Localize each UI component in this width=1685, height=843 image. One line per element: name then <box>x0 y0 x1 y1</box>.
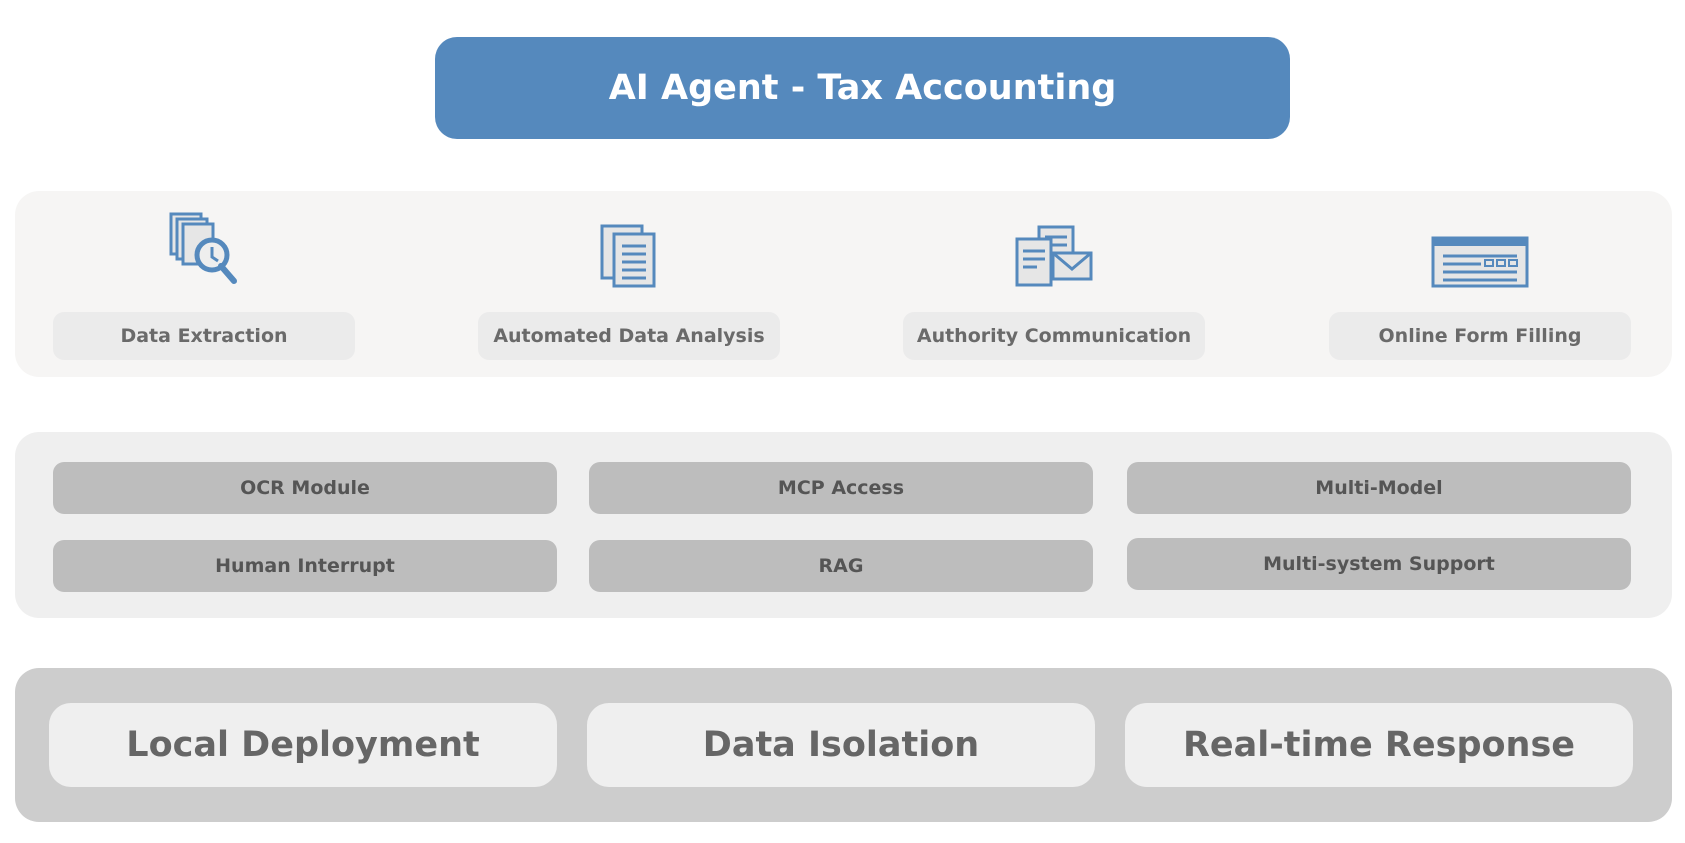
infra-data-isolation: Data Isolation <box>587 703 1095 787</box>
infrastructure-layer: Local Deployment Data Isolation Real-tim… <box>15 668 1672 822</box>
feature-authority-communication: Authority Communication <box>903 191 1205 377</box>
module-ocr: OCR Module <box>53 462 557 514</box>
infra-local-deployment: Local Deployment <box>49 703 557 787</box>
module-multi-model: Multi-Model <box>1127 462 1631 514</box>
feature-label: Online Form Filling <box>1329 312 1631 360</box>
module-layer: OCR Module MCP Access Multi-Model Human … <box>15 432 1672 618</box>
feature-automated-data-analysis: Automated Data Analysis <box>478 191 780 377</box>
module-rag: RAG <box>589 540 1093 592</box>
module-human-interrupt: Human Interrupt <box>53 540 557 592</box>
document-search-icon <box>53 211 355 287</box>
feature-data-extraction: Data Extraction <box>53 191 355 377</box>
feature-layer: Data Extraction Automated Data Analysis <box>15 191 1672 377</box>
document-icon <box>478 224 780 288</box>
module-mcp-access: MCP Access <box>589 462 1093 514</box>
diagram-title: AI Agent - Tax Accounting <box>435 37 1290 139</box>
web-form-icon <box>1329 236 1631 288</box>
feature-label: Data Extraction <box>53 312 355 360</box>
documents-mail-icon <box>903 225 1205 287</box>
feature-online-form-filling: Online Form Filling <box>1329 191 1631 377</box>
feature-label: Automated Data Analysis <box>478 312 780 360</box>
module-multi-system-support: Multi-system Support <box>1127 538 1631 590</box>
feature-label: Authority Communication <box>903 312 1205 360</box>
infra-real-time-response: Real-time Response <box>1125 703 1633 787</box>
